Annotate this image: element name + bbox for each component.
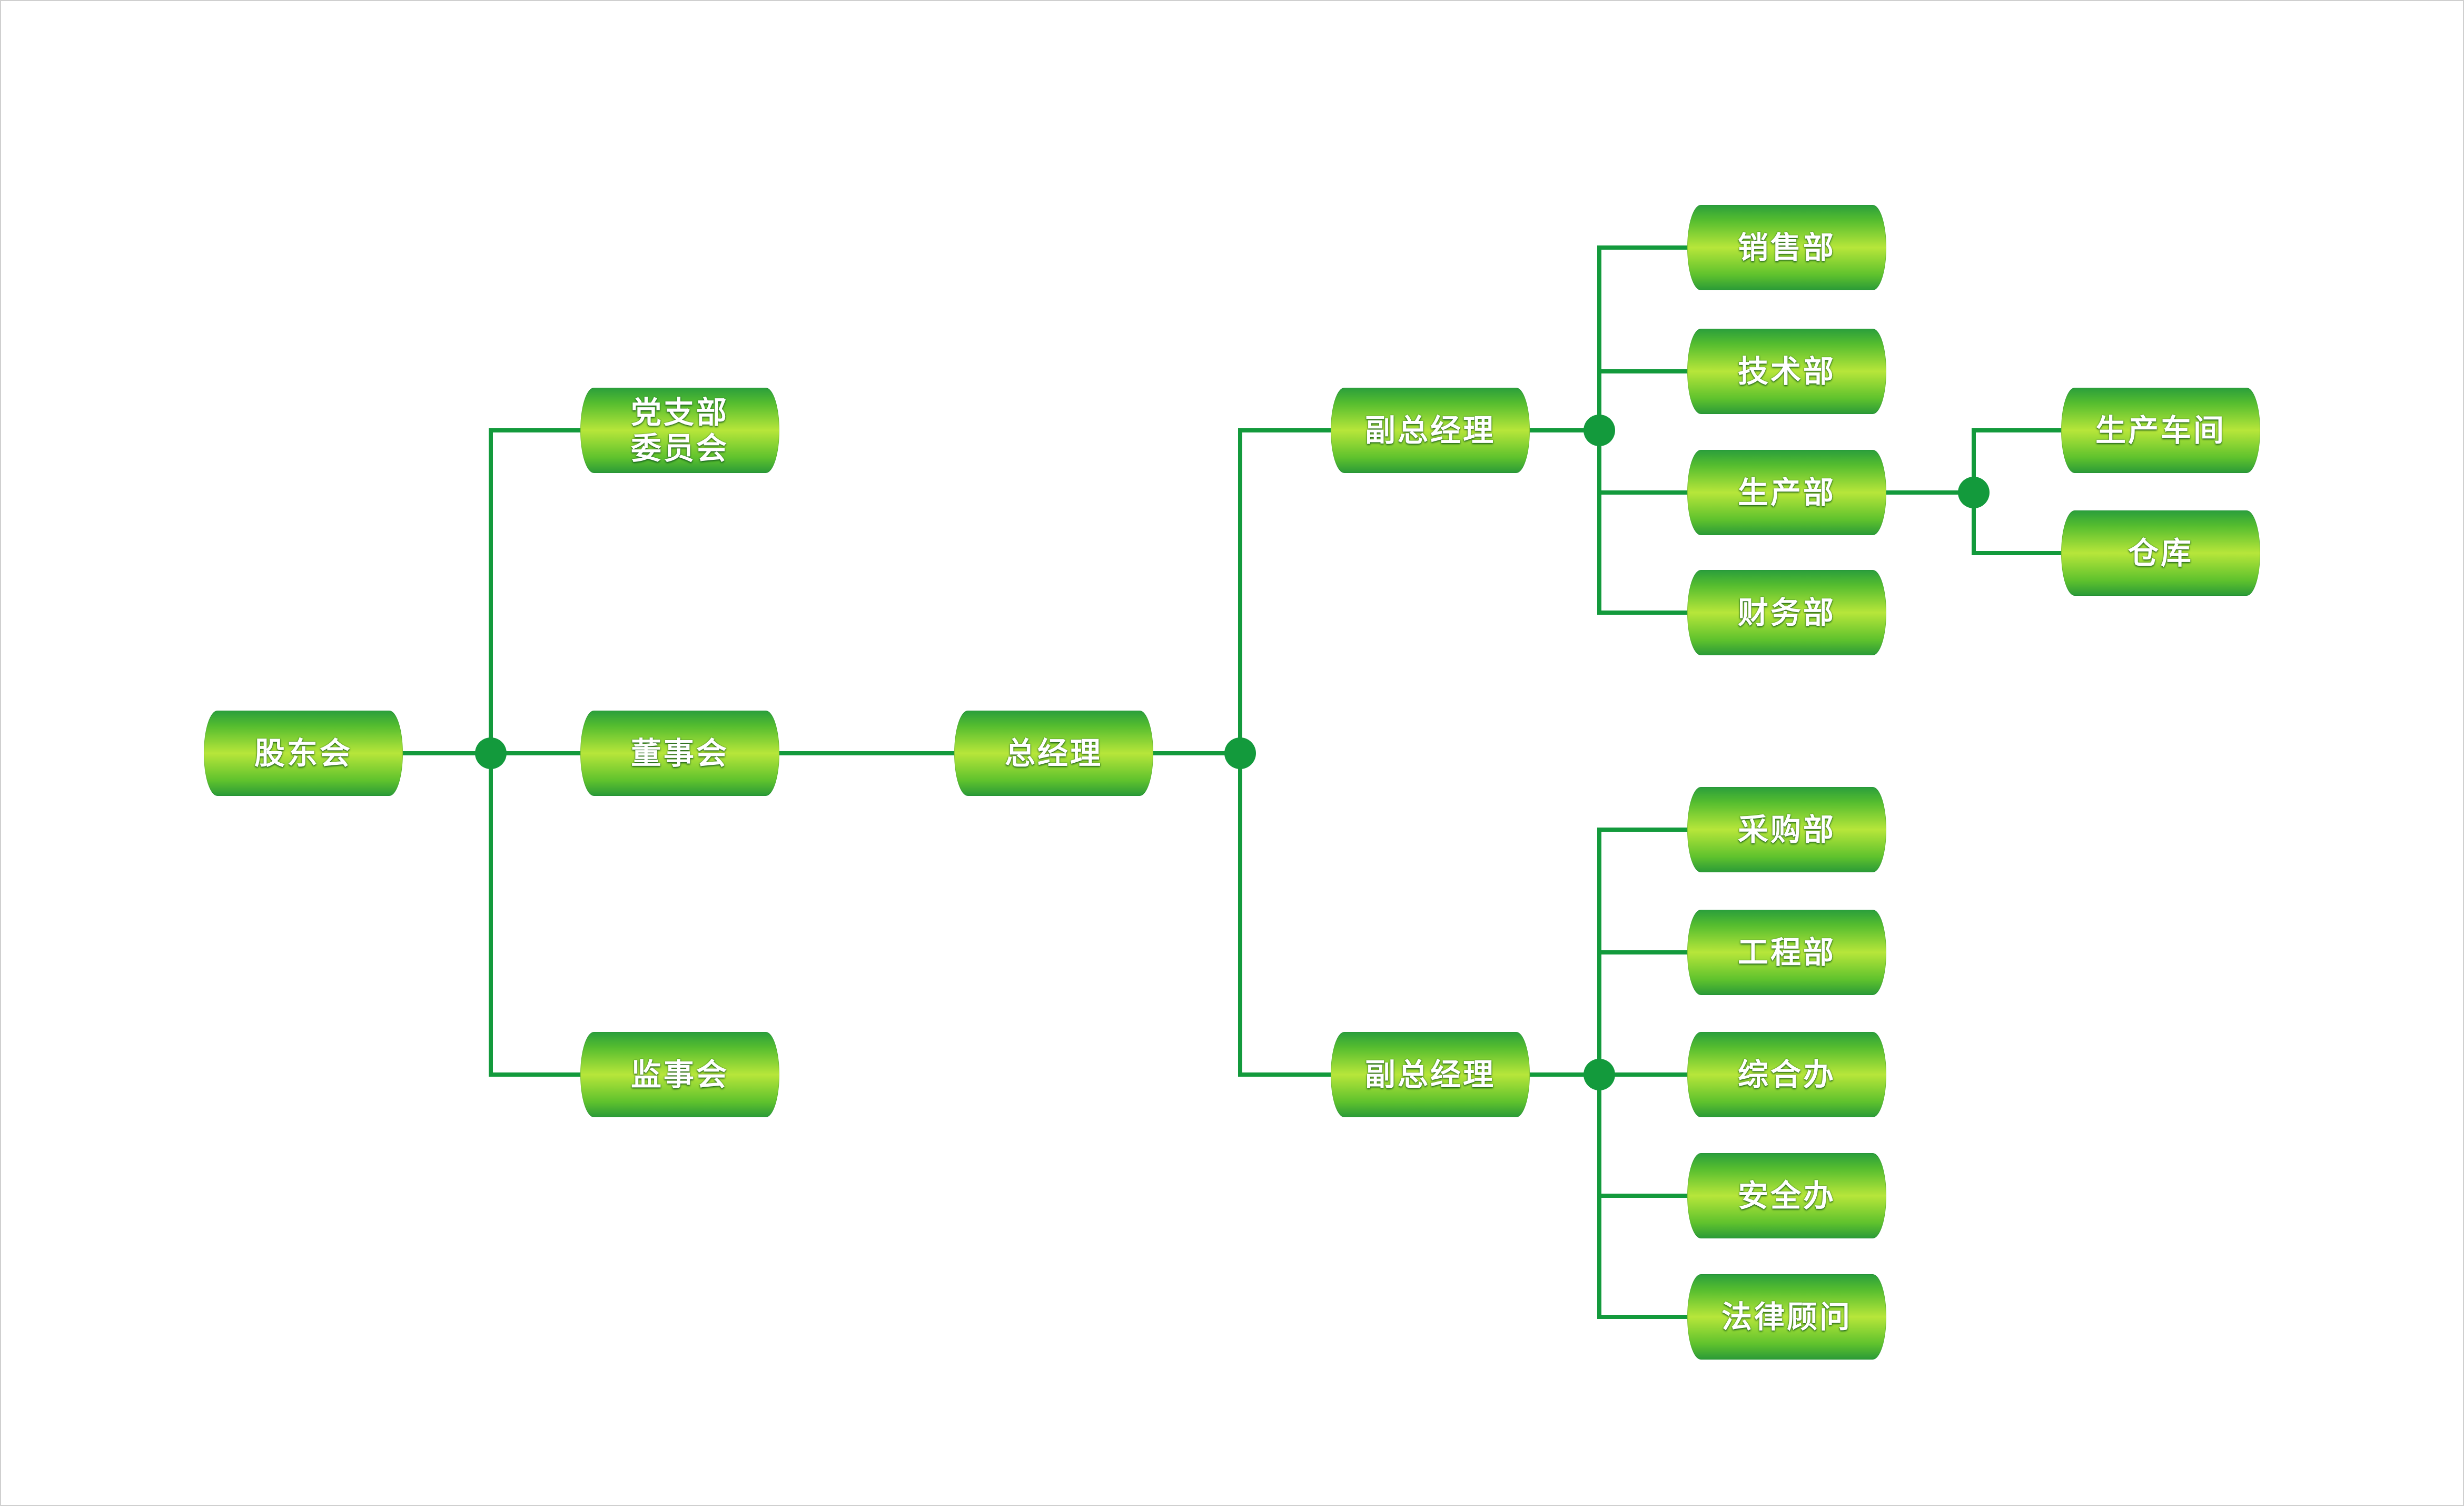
node-label-line1: 党支部 (630, 395, 729, 430)
node-label: 法律顾问 (1721, 1299, 1852, 1335)
node-workshop: 生产车间 (2061, 388, 2260, 473)
node-label: 生产部 (1737, 475, 1836, 510)
node-board: 董事会 (580, 711, 779, 796)
node-label: 监事会 (630, 1057, 729, 1092)
node-general-office: 综合办 (1687, 1032, 1886, 1117)
node-label: 安全办 (1737, 1178, 1836, 1214)
node-sales: 销售部 (1687, 205, 1886, 290)
node-technology: 技术部 (1687, 329, 1886, 414)
node-supervisory: 监事会 (580, 1032, 779, 1117)
node-general-manager: 总经理 (954, 711, 1153, 796)
node-purchasing: 采购部 (1687, 787, 1886, 872)
node-shareholders: 股东会 (204, 711, 403, 796)
node-warehouse: 仓库 (2061, 510, 2260, 596)
node-label: 副总经理 (1364, 412, 1496, 448)
node-label: 销售部 (1737, 230, 1836, 265)
node-label: 财务部 (1737, 595, 1836, 631)
node-safety-office: 安全办 (1687, 1153, 1886, 1238)
node-legal-advisor: 法律顾问 (1687, 1274, 1886, 1360)
node-label: 综合办 (1737, 1057, 1836, 1092)
node-label: 技术部 (1737, 353, 1836, 389)
node-label: 副总经理 (1364, 1057, 1496, 1092)
node-label: 工程部 (1737, 934, 1836, 970)
node-label: 总经理 (1004, 735, 1103, 771)
node-deputy-gm-2: 副总经理 (1331, 1032, 1530, 1117)
node-label: 采购部 (1737, 812, 1836, 848)
node-deputy-gm-1: 副总经理 (1331, 388, 1530, 473)
node-production: 生产部 (1687, 450, 1886, 535)
node-party-committee: 党支部 委员会 (580, 388, 779, 473)
node-label: 股东会 (254, 735, 352, 771)
node-finance: 财务部 (1687, 570, 1886, 655)
node-label: 仓库 (2127, 535, 2193, 571)
node-label: 生产车间 (2095, 412, 2226, 448)
node-label-line2: 委员会 (630, 430, 729, 466)
node-engineering: 工程部 (1687, 910, 1886, 995)
node-label: 董事会 (630, 735, 729, 771)
